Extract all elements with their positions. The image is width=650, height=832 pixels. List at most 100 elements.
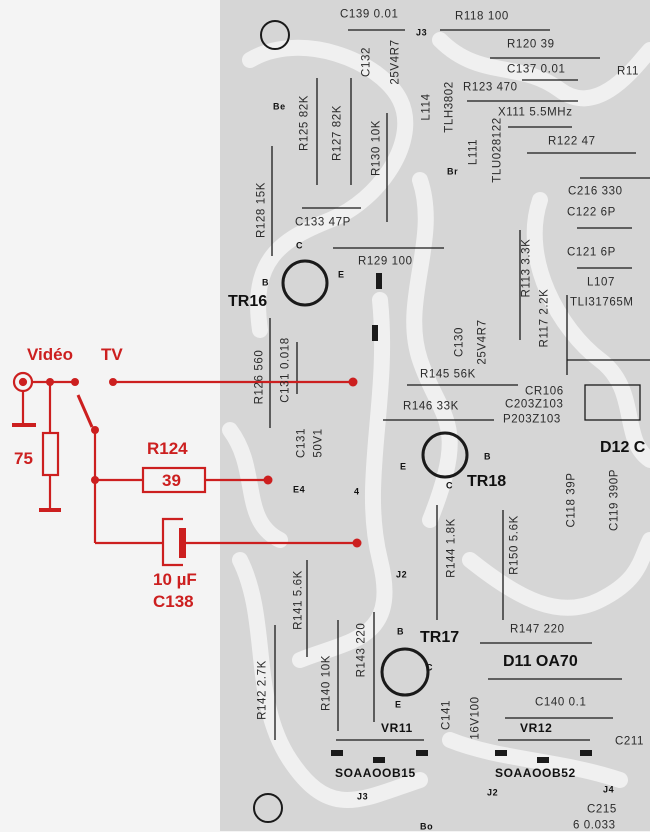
pcb-label: E	[400, 461, 407, 472]
pcb-label: R130 10K	[370, 120, 383, 176]
component-pads	[331, 273, 592, 763]
pcb-label: TR16	[228, 293, 268, 310]
pcb-label: CR106	[525, 385, 564, 398]
pcb-label: J2	[487, 787, 499, 798]
pcb-label: R128 15K	[255, 182, 268, 238]
pcb-label: C118 39P	[565, 472, 578, 528]
junction-dots	[46, 377, 362, 548]
pcb-label: C	[426, 662, 434, 673]
tv-label: TV	[101, 345, 123, 364]
pcb-label: B	[484, 451, 492, 462]
pcb-label: C130	[453, 327, 466, 357]
pcb-label: R150 5.6K	[508, 515, 521, 575]
pcb-label: B	[262, 277, 270, 288]
pcb-label: B	[397, 626, 405, 637]
pcb-label: D12 C	[600, 439, 646, 456]
pcb-label: TR18	[467, 473, 507, 490]
pcb-label: L107	[587, 276, 615, 289]
transistor-tr17-symbol	[380, 647, 430, 697]
coax-connector-center	[18, 377, 28, 387]
termination-value: 75	[14, 449, 33, 468]
video-label: Vidéo	[27, 345, 73, 364]
pcb-label: E	[338, 269, 345, 280]
pcb-label: R126 560	[253, 349, 266, 405]
mounting-hole-bottom	[253, 793, 283, 823]
pcb-label: C216 330	[568, 185, 623, 198]
pcb-label: TLI31765M	[570, 296, 634, 309]
pcb-label: C139 0.01	[340, 8, 399, 21]
pcb-label: L111	[467, 138, 480, 166]
video-tv-switch	[76, 394, 94, 428]
pcb-label: R125 82K	[298, 95, 311, 151]
pcb-label: C131	[295, 428, 308, 458]
pcb-label: J2	[396, 569, 408, 580]
pcb-label: VR11	[381, 721, 413, 735]
pcb-label: X111 5.5MHz	[498, 106, 573, 119]
video-input-annotation	[12, 371, 357, 567]
c138-value: 10 µF	[153, 570, 197, 589]
pcb-label: R140 10K	[320, 655, 333, 711]
c138-plate-curved	[161, 517, 183, 567]
pcb-label: E	[395, 699, 402, 710]
termination-resistor	[41, 431, 60, 477]
pcb-label: R122 47	[548, 135, 596, 148]
pcb-label: R146 33K	[403, 400, 459, 413]
pcb-label: SOAAOOB15	[335, 766, 416, 780]
pcb-label: C132	[360, 47, 373, 77]
pcb-label: J4	[603, 784, 615, 795]
copper-traces	[222, 32, 650, 808]
pcb-label: C140 0.1	[535, 696, 587, 709]
pcb-board	[220, 0, 650, 831]
pcb-label: SOAAOOB52	[495, 766, 576, 780]
c138-plate	[179, 528, 186, 558]
c138-name: C138	[153, 592, 194, 611]
pcb-label: TLU028122	[491, 117, 504, 183]
pcb-label: TLH3802	[443, 81, 456, 133]
pcb-label: 4	[354, 486, 360, 497]
pcb-label: 25V4R7	[476, 319, 489, 365]
pcb-label: 16V100	[469, 696, 482, 740]
component-leads	[269, 29, 650, 741]
pcb-label: R113 3.3K	[520, 238, 533, 298]
pcb-label: Br	[447, 166, 459, 177]
pcb-label: 50V1	[312, 428, 325, 458]
pcb-label: C137 0.01	[507, 63, 566, 76]
pcb-label: L114	[420, 93, 433, 121]
pcb-label: E4	[293, 484, 306, 495]
pcb-label: R11	[617, 65, 640, 78]
pcb-label: C133 47P	[295, 216, 351, 229]
pcb-label: P203Z103	[503, 413, 561, 426]
pcb-label: Be	[273, 101, 286, 112]
pcb-label: 6 0.033	[573, 819, 616, 832]
pcb-label: J3	[357, 791, 369, 802]
pcb-label: C211	[615, 735, 645, 748]
pcb-label: C131 0.018	[279, 337, 292, 403]
pcb-label: R117 2.2K	[538, 288, 551, 348]
pcb-label: R143 220	[355, 622, 368, 678]
pcb-label: R144 1.8K	[445, 518, 458, 578]
pcb-label: R129 100	[358, 255, 413, 268]
pcb-label: D11 OA70	[503, 653, 578, 670]
pcb-label: C119 390P	[608, 468, 621, 532]
pcb-label: VR12	[520, 721, 553, 735]
transistor-tr18-symbol	[421, 431, 469, 479]
transistor-tr16-symbol	[281, 259, 329, 307]
pcb-label: R142 2.7K	[256, 660, 269, 720]
pcb-label: R147 220	[510, 623, 565, 636]
pcb-label: R118 100	[455, 10, 509, 23]
pcb-label: C	[446, 480, 454, 491]
pcb-label: R123 470	[463, 81, 518, 94]
pcb-label: C	[296, 240, 304, 251]
r124-value: 39	[162, 471, 181, 490]
pcb-label: C203Z103	[505, 398, 564, 411]
pcb-label: TR17	[420, 629, 460, 646]
pcb-label: Bo	[420, 821, 434, 832]
pcb-label: R120 39	[507, 38, 555, 51]
pcb-label: C121 6P	[567, 246, 616, 259]
pcb-label: C122 6P	[567, 206, 616, 219]
pcb-label: R141 5.6K	[292, 570, 305, 630]
pcb-label: C141	[440, 700, 453, 730]
pcb-label: R145 56K	[420, 368, 476, 381]
pcb-label: 25V4R7	[389, 39, 402, 85]
